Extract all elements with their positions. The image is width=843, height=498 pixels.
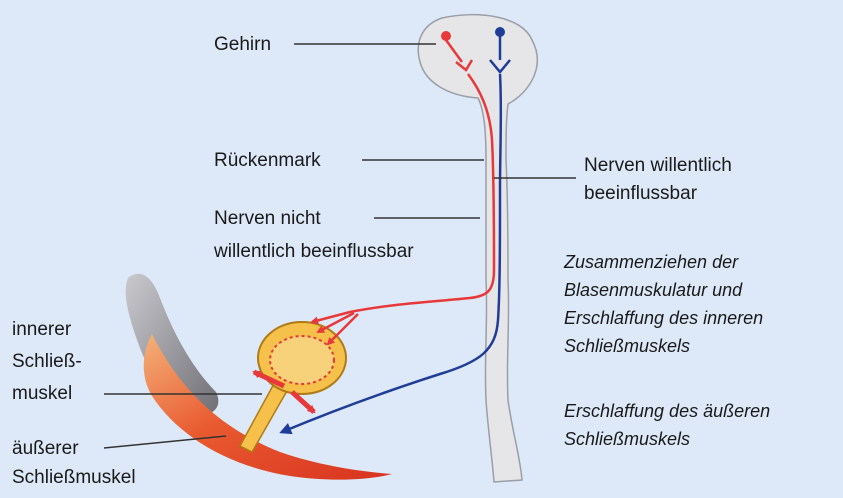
label-outer-sphincter-1: äußerer	[12, 438, 79, 459]
label-brain: Gehirn	[214, 34, 272, 55]
involuntary-neuron-synapse	[455, 59, 474, 72]
sphincter-muscle-band	[143, 334, 392, 480]
desc-contraction-3: Erschlaffung des inneren	[564, 308, 764, 328]
nerve-branch-3	[326, 313, 359, 346]
involuntary-neuron-body	[441, 31, 451, 41]
voluntary-neuron-synapse	[489, 59, 511, 74]
sphincter-arrow-right	[290, 390, 316, 414]
label-inner-sphincter-2: Schließ-	[12, 351, 82, 372]
label-inner-sphincter-3: muskel	[12, 383, 73, 404]
voluntary-neuron-body	[495, 27, 505, 37]
label-outer-sphincter-2: Schließmuskel	[12, 467, 136, 488]
label-voluntary-nerves-2: beeinflussbar	[584, 183, 698, 204]
desc-relaxation-1: Erschlaffung des äußeren	[564, 401, 771, 421]
label-involuntary-nerves-1: Nerven nicht	[214, 208, 321, 229]
pelvic-shape	[125, 273, 219, 414]
desc-contraction-1: Zusammenziehen der	[564, 252, 739, 272]
bladder-neck	[238, 379, 292, 453]
brain-shape	[417, 13, 538, 483]
desc-contraction-4: Schließmuskels	[564, 336, 691, 356]
nerve-branch-2	[316, 311, 355, 334]
sphincter-arrow-left	[252, 369, 286, 389]
involuntary-neuron-axon	[444, 39, 464, 63]
label-inner-sphincter-1: innerer	[12, 319, 72, 340]
bladder-lumen	[269, 335, 335, 385]
desc-relaxation-2: Schließmuskels	[564, 429, 691, 449]
label-voluntary-nerves-1: Nerven willentlich	[584, 155, 732, 176]
desc-contraction-2: Blasenmuskulatur und	[564, 280, 743, 300]
leader-outer-sphincter	[103, 435, 227, 449]
nerve-branch-1	[310, 310, 351, 325]
voluntary-nerve-path	[279, 73, 503, 435]
label-spinal-cord: Rückenmark	[214, 150, 321, 171]
involuntary-nerve-path	[349, 73, 496, 314]
label-involuntary-nerves-2: willentlich beeinflussbar	[214, 241, 414, 262]
